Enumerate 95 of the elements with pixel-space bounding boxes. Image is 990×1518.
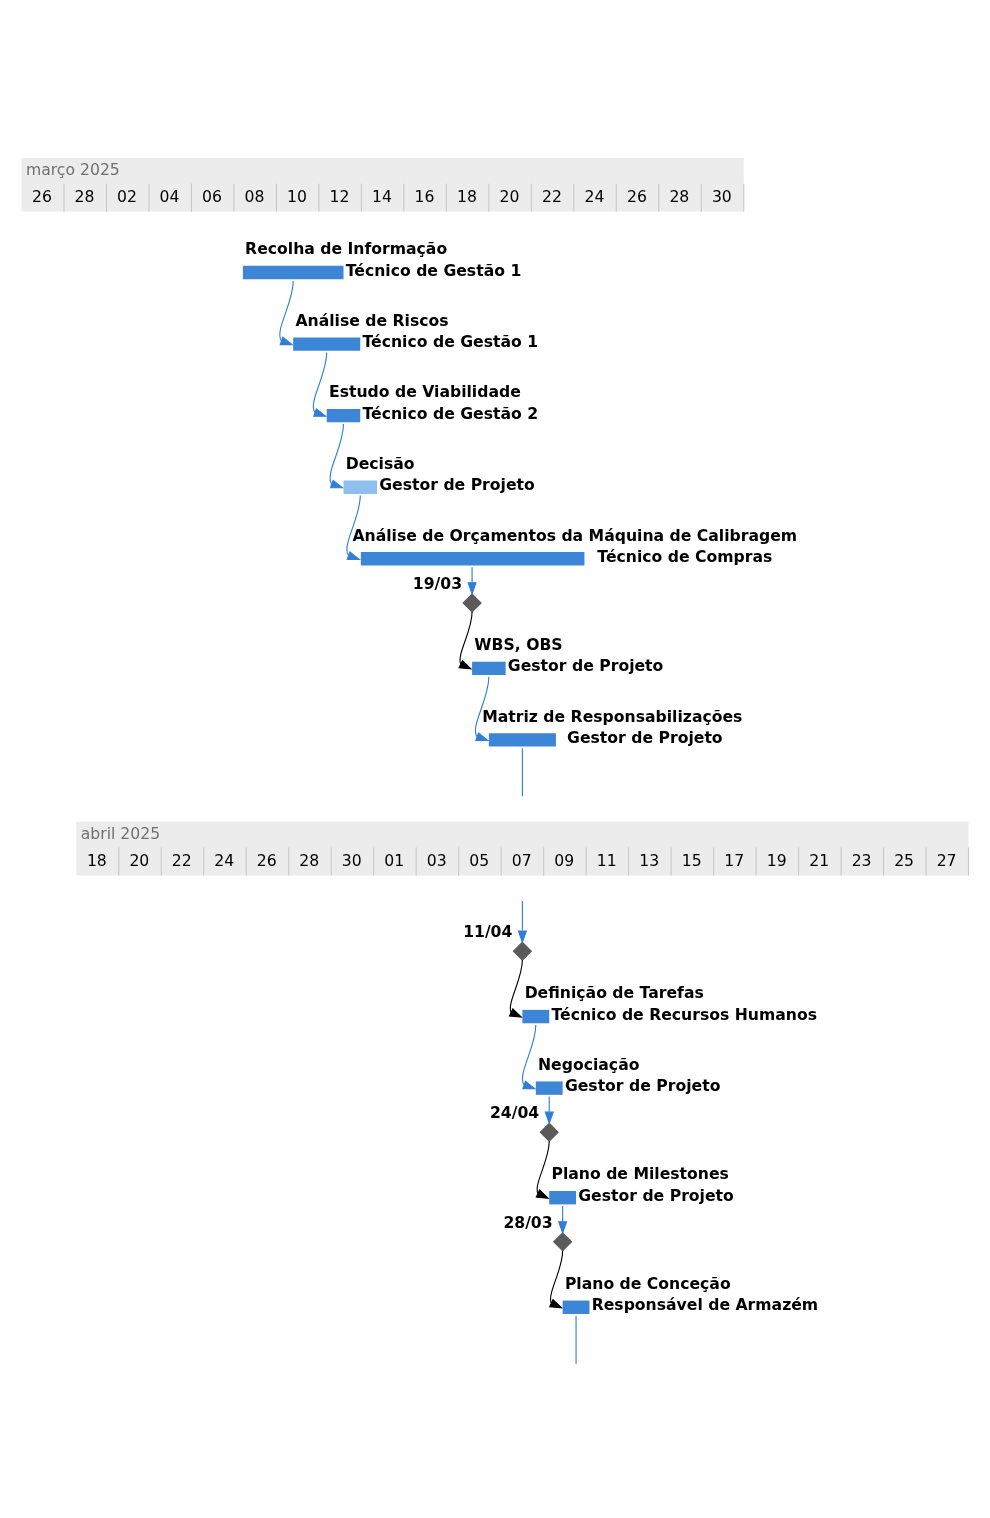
node-label: Gestor de Projeto — [578, 1185, 734, 1205]
label: 19 — [766, 850, 787, 870]
connector — [521, 747, 523, 797]
label: 22 — [171, 850, 192, 870]
node-label: Gestor de Projeto — [564, 1076, 721, 1096]
arrow — [548, 1250, 564, 1309]
node-label: Técnico de Compras — [597, 546, 773, 566]
node-diamond — [462, 593, 482, 613]
node-diamond — [512, 941, 533, 961]
node-diamond — [539, 1122, 559, 1143]
label: 28 — [74, 186, 95, 206]
label: 14 — [372, 186, 392, 206]
label: 26 — [32, 186, 53, 206]
node-box — [293, 337, 361, 351]
label: 28 — [669, 186, 690, 206]
node-box — [562, 1300, 590, 1314]
node-label: Definição de Tarefas — [524, 983, 704, 1003]
arrow — [517, 900, 528, 944]
node-box — [242, 265, 344, 280]
node-label: 11/04 — [463, 921, 513, 941]
node-label: Técnico de Gestão 2 — [362, 403, 539, 423]
node-box — [343, 480, 378, 494]
label: 15 — [681, 850, 702, 870]
label: 13 — [639, 850, 660, 870]
label: 18 — [86, 850, 107, 870]
label: 02 — [117, 186, 137, 206]
node-label: Técnico de Recursos Humanos — [551, 1004, 817, 1024]
node-label: Técnico de Gestão 1 — [362, 332, 539, 352]
node-box — [488, 733, 556, 747]
node-box — [549, 1191, 577, 1205]
label: 12 — [329, 186, 350, 206]
node-label: Gestor de Projeto — [507, 656, 664, 676]
node-label: Técnico de Gestão 1 — [345, 260, 522, 280]
arrow — [312, 351, 328, 417]
node-label: Decisão — [345, 453, 415, 473]
node-box — [522, 1009, 550, 1024]
node-label: Análise de Riscos — [295, 310, 449, 330]
node-label: Estudo de Viabilidade — [328, 382, 521, 402]
label: 16 — [414, 186, 435, 206]
label: 24 — [584, 186, 605, 206]
label: 30 — [341, 850, 362, 870]
label: março 2025 — [25, 159, 120, 179]
label: 28 — [299, 850, 320, 870]
node-label: Análise de Orçamentos da Máquina de Calibragem — [352, 525, 798, 545]
label: 06 — [202, 186, 222, 206]
node-label: Matriz de Responsabilizações — [482, 706, 743, 726]
arrow — [329, 423, 345, 489]
node-label: 28/03 — [503, 1212, 553, 1232]
arrow — [458, 611, 473, 670]
label: 27 — [936, 850, 957, 870]
label: 23 — [851, 850, 872, 870]
node-box — [326, 408, 361, 423]
arrow — [346, 495, 361, 560]
label: 26 — [626, 186, 647, 206]
label: abril 2025 — [80, 823, 161, 843]
label: 10 — [287, 186, 307, 206]
arrow — [467, 566, 477, 596]
label: 26 — [256, 850, 277, 870]
label: 04 — [159, 186, 180, 206]
label: 25 — [894, 850, 915, 870]
node-box — [472, 661, 506, 676]
node-label: Plano de Milestones — [551, 1164, 729, 1184]
node-label: Gestor de Projeto — [567, 727, 723, 747]
node-label: Plano de Conceção — [564, 1274, 731, 1294]
label: 05 — [469, 850, 490, 870]
connector — [575, 1315, 577, 1365]
node-label: 24/04 — [489, 1102, 540, 1122]
arrow — [521, 1024, 537, 1090]
label: 21 — [809, 850, 830, 870]
label: 03 — [426, 850, 447, 870]
label: 17 — [724, 850, 745, 870]
node-label: Responsável de Armazém — [591, 1295, 819, 1315]
arrow — [279, 280, 294, 346]
arrow — [474, 676, 490, 742]
label: 08 — [244, 186, 265, 206]
label: 22 — [541, 186, 562, 206]
label: 24 — [214, 850, 235, 870]
label: 11 — [596, 850, 617, 870]
node-label: Negociação — [538, 1054, 640, 1074]
node-label: Gestor de Projeto — [379, 475, 535, 495]
label: 20 — [499, 186, 520, 206]
label: 01 — [384, 850, 405, 870]
arrow — [508, 959, 523, 1018]
label: 09 — [554, 850, 575, 870]
arrow — [535, 1140, 550, 1199]
node-label: 19/03 — [412, 573, 463, 593]
label: 20 — [129, 850, 150, 870]
node-label: WBS, OBS — [474, 635, 563, 655]
node-box — [535, 1081, 563, 1095]
label: 07 — [511, 850, 532, 870]
node-label: Recolha de Informação — [245, 239, 448, 259]
node-box — [360, 552, 585, 566]
label: 30 — [711, 186, 732, 206]
node-diamond — [552, 1232, 573, 1252]
label: 18 — [456, 186, 477, 206]
